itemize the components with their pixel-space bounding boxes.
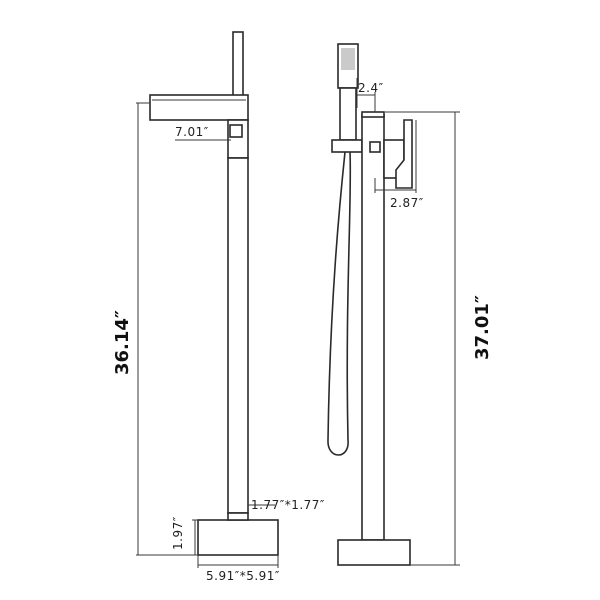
handshower-hose	[327, 151, 352, 456]
label-base-height: 1.97″	[171, 516, 185, 550]
right-top-cap	[361, 111, 385, 118]
label-spout-projection: 7.01″	[175, 125, 209, 139]
label-pipe-section: 1.77″*1.77″	[251, 498, 325, 512]
left-faucet-view	[149, 31, 279, 556]
left-top-rod	[232, 31, 244, 97]
right-faucet-view	[327, 43, 413, 566]
handshower-handle	[339, 87, 357, 141]
left-dimensions	[136, 102, 279, 568]
right-valve-knob	[369, 141, 381, 153]
label-handshower-offset: 2.4″	[358, 81, 384, 95]
right-column	[361, 114, 385, 541]
left-base	[197, 519, 279, 556]
label-total-height-left: 36.14″	[112, 310, 133, 375]
label-handle-depth: 2.87″	[390, 196, 424, 210]
handshower-nozzles	[341, 48, 355, 70]
label-total-height-right: 37.01″	[472, 295, 493, 360]
left-handle	[229, 124, 243, 138]
label-base-size: 5.91″*5.91″	[206, 569, 280, 583]
right-dimensions	[356, 78, 460, 566]
handshower-holder	[331, 139, 363, 153]
left-spout	[149, 94, 249, 121]
right-handle	[395, 119, 413, 189]
left-base-collar	[227, 512, 249, 521]
right-base	[337, 539, 411, 566]
left-column	[227, 157, 249, 514]
